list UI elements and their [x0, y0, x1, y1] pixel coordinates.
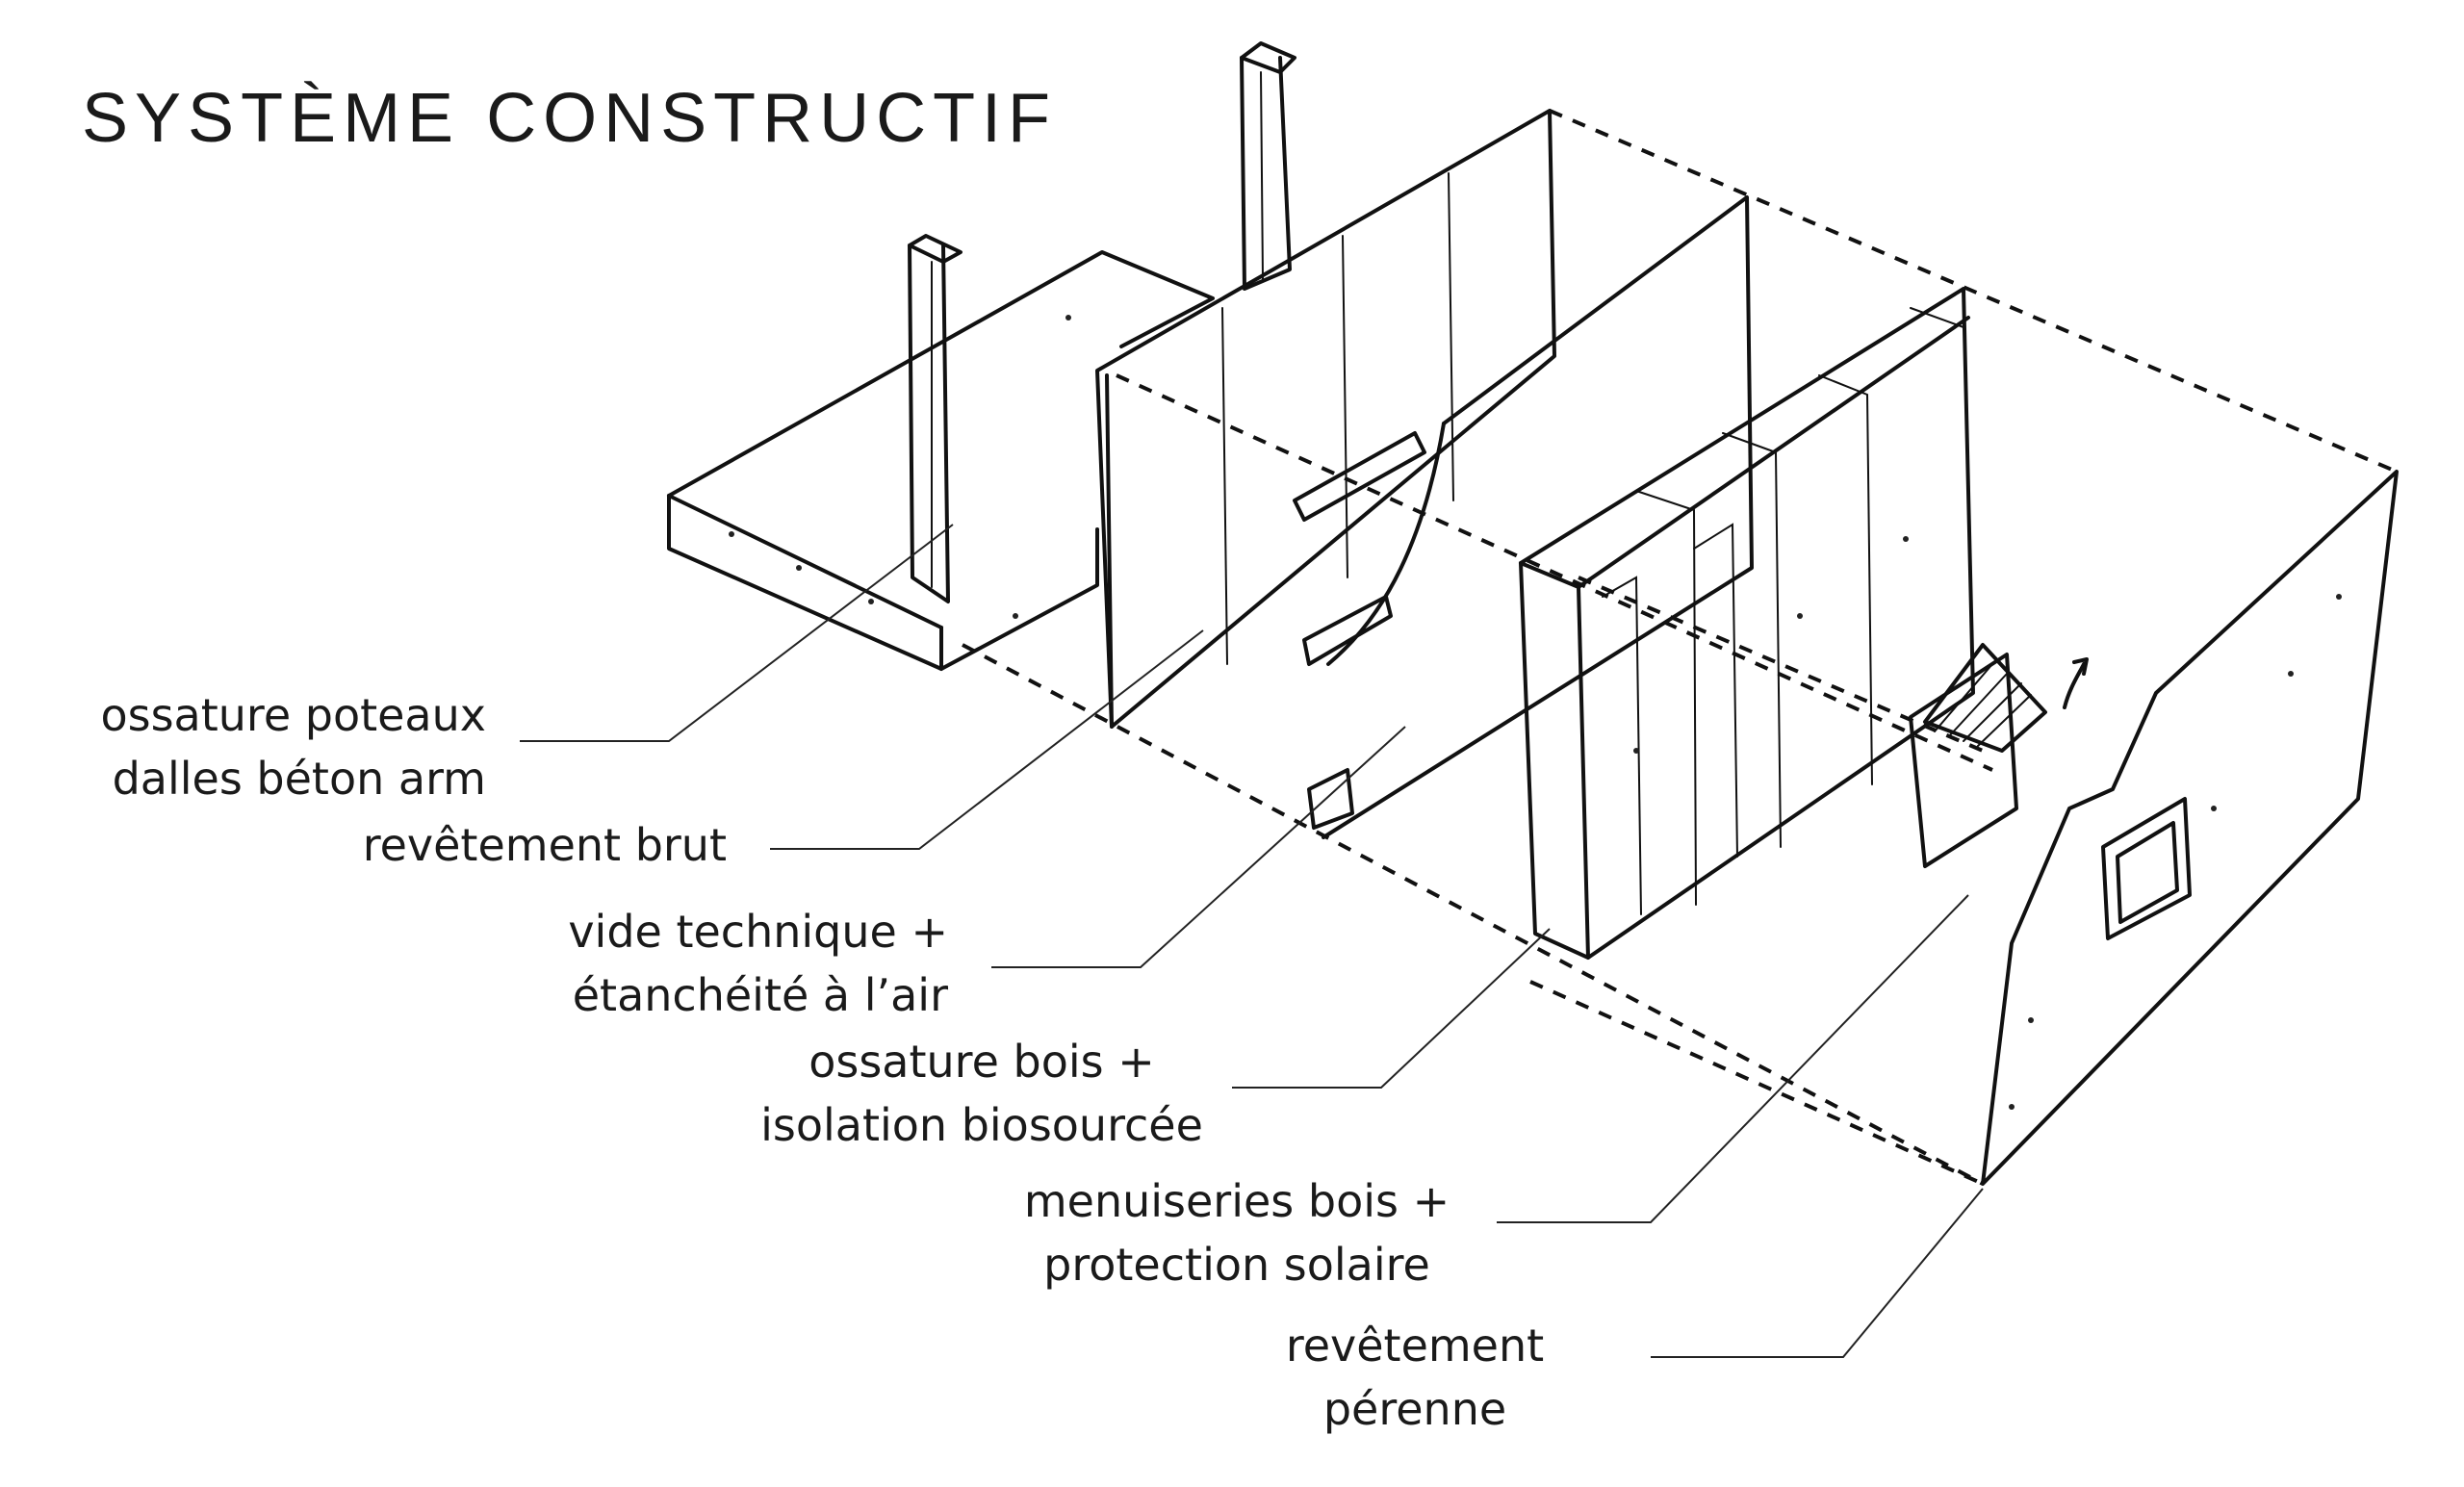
column-right: [1240, 41, 1296, 291]
dashed-guides: [962, 109, 2398, 1186]
label-line: ossature poteaux: [100, 689, 486, 741]
label-line: protection solaire: [1043, 1239, 1430, 1291]
label-line: revêtement brut: [362, 819, 727, 871]
leader-ossature-bois: [1232, 928, 1551, 1089]
label-line: menuiseries bois +: [1023, 1175, 1450, 1227]
label-revetement-brut: revêtement brut: [363, 813, 727, 877]
label-line: ossature bois +: [808, 1036, 1155, 1088]
texture-specks: [729, 315, 2342, 1110]
leader-ossature-poteaux: [520, 524, 954, 742]
window-with-shutter: [1909, 643, 2089, 868]
service-void-membrane: [1293, 195, 1754, 839]
label-line: dalles béton arm: [112, 753, 486, 805]
diagram-title: SYSTÈME CONSTRUCTIF: [82, 80, 1058, 157]
durable-cladding-panel: [1981, 470, 2399, 1186]
leader-vide-technique: [991, 726, 1406, 968]
label-line: isolation biosourcée: [760, 1099, 1203, 1151]
label-ossature-bois: ossature bois + isolation biosourcée: [760, 1030, 1203, 1157]
label-line: étanchéité à l’air: [572, 969, 948, 1021]
label-line: vide technique +: [568, 906, 948, 958]
label-vide-technique: vide technique + étanchéité à l’air: [568, 900, 948, 1027]
label-revetement-perenne: revêtement pérenne: [1270, 1314, 1559, 1441]
timber-frame-wall: [1519, 287, 1975, 960]
rough-cladding-panel: [1095, 109, 1556, 729]
leader-revetement-perenne: [1651, 1188, 1984, 1358]
leader-menuiseries-bois: [1497, 894, 1969, 1223]
leader-revetement-brut: [770, 629, 1204, 850]
column-left: [908, 234, 962, 603]
label-line: pérenne: [1322, 1383, 1507, 1435]
label-ossature-poteaux: ossature poteaux dalles béton arm: [100, 683, 486, 810]
label-line: revêtement: [1285, 1320, 1545, 1372]
leader-lines: [520, 524, 1984, 1358]
label-menuiseries-bois: menuiseries bois + protection solaire: [996, 1169, 1477, 1296]
concrete-slab: [667, 250, 1215, 671]
